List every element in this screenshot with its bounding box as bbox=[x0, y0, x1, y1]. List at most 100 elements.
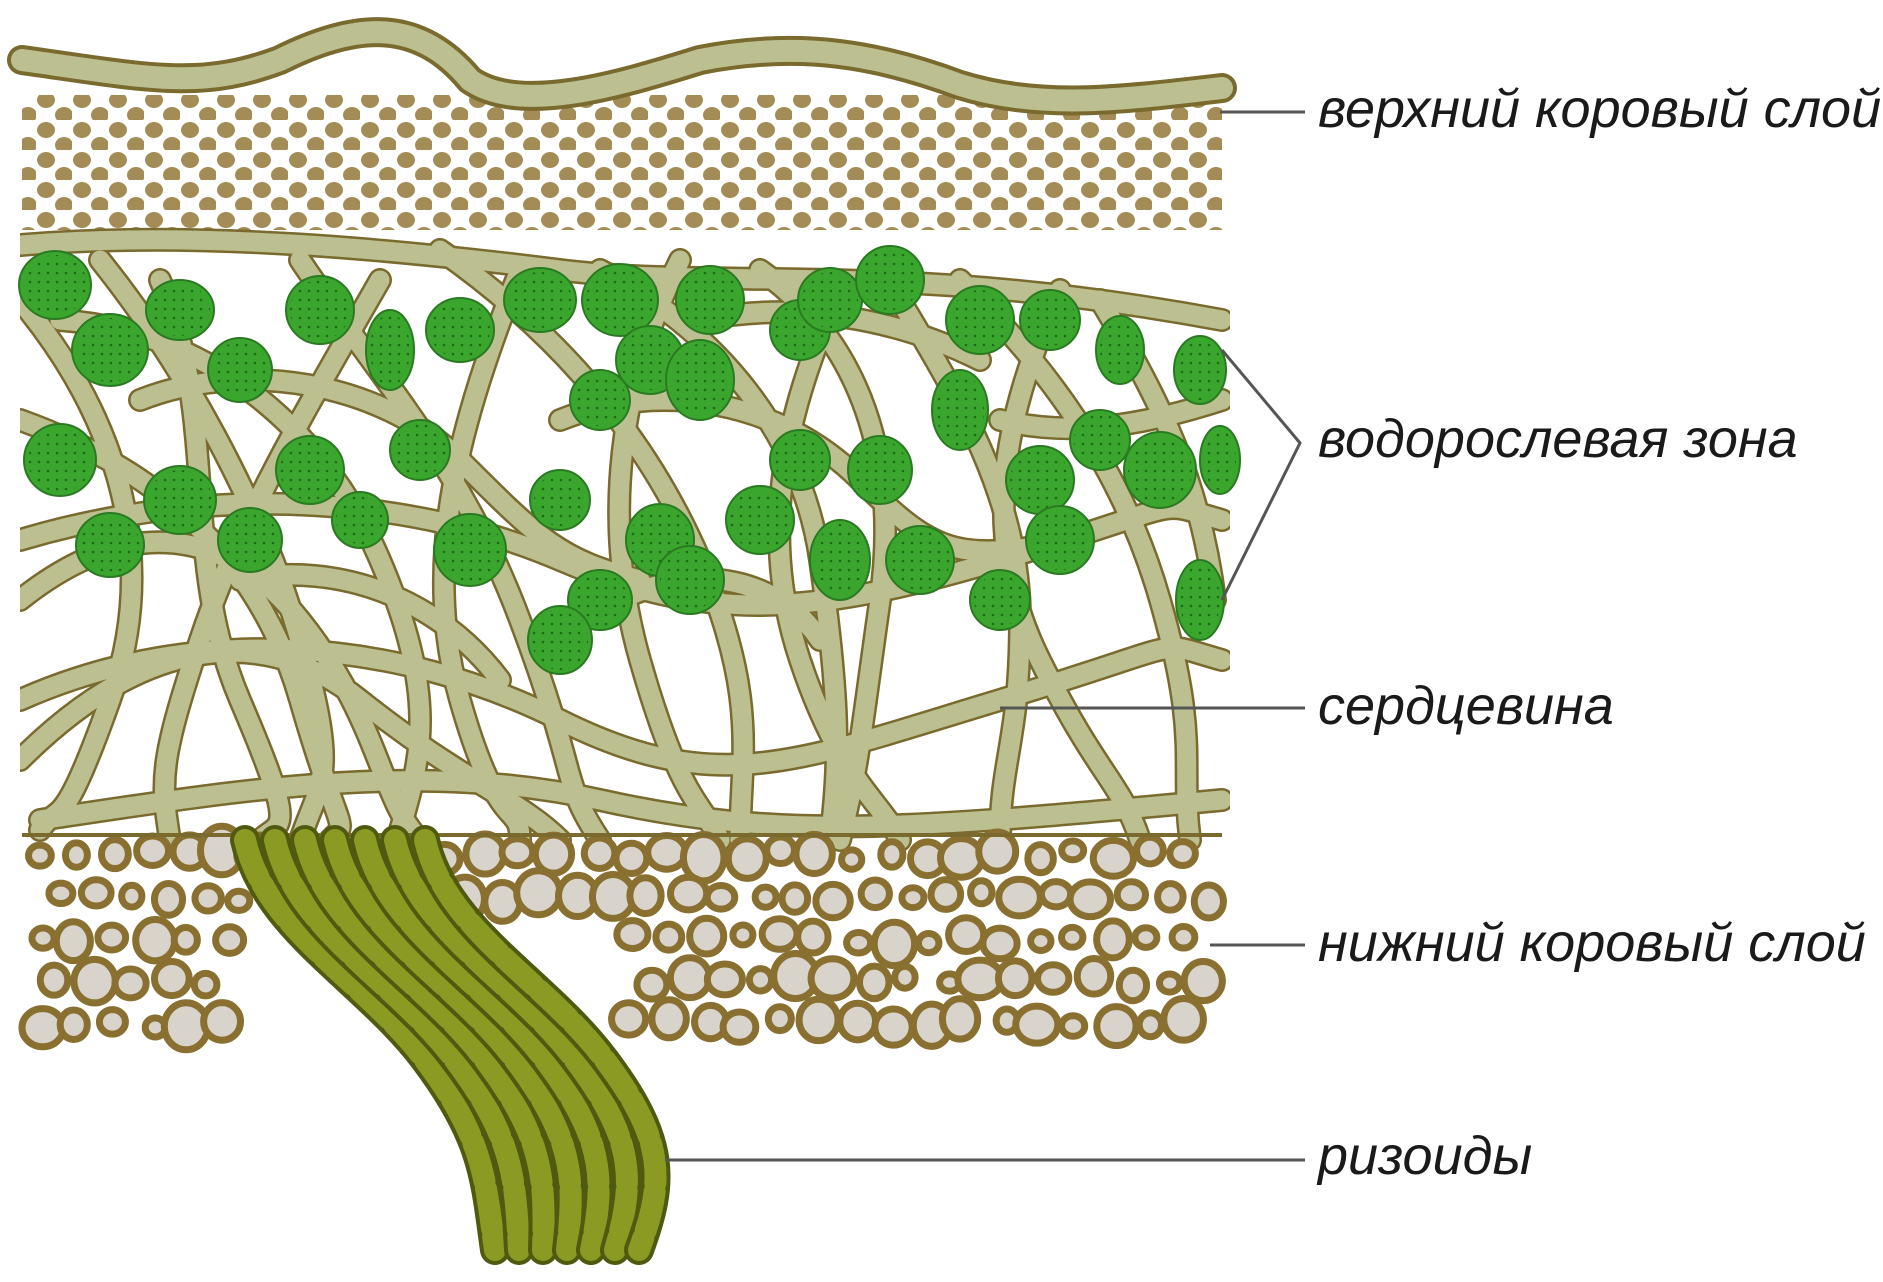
alga-cell-dots bbox=[586, 268, 654, 332]
alga-cell-dots bbox=[852, 440, 908, 500]
lower-cortex-cell bbox=[1077, 958, 1111, 994]
lower-cortex-cell bbox=[65, 843, 87, 867]
lower-cortex-cell bbox=[637, 970, 667, 999]
alga-cell-dots bbox=[1024, 294, 1076, 346]
lower-cortex-cell bbox=[999, 879, 1041, 916]
alga-cell-dots bbox=[1204, 430, 1236, 490]
lower-cortex-cell bbox=[616, 843, 647, 873]
lower-cortex-cell bbox=[971, 881, 992, 904]
alga-cell-dots bbox=[23, 255, 87, 315]
alga-cell-dots bbox=[680, 270, 740, 330]
lower-cortex-cell bbox=[137, 836, 169, 865]
alga-cell-dots bbox=[222, 512, 278, 568]
lower-cortex-cell bbox=[40, 965, 67, 995]
lower-cortex-cell bbox=[29, 845, 52, 866]
alga-cell-dots bbox=[532, 610, 588, 670]
lower-cortex-cell bbox=[755, 887, 776, 907]
alga-cell-dots bbox=[950, 290, 1010, 350]
lower-cortex-cell bbox=[979, 832, 1016, 871]
alga-cell-dots bbox=[290, 280, 350, 340]
lower-cortex-cell bbox=[767, 837, 795, 864]
lower-cortex-cell bbox=[902, 888, 924, 908]
lower-cortex-cell bbox=[942, 999, 977, 1039]
lower-cortex-cell bbox=[584, 838, 615, 868]
label-rhizoids: ризоиды bbox=[1318, 1125, 1532, 1187]
lower-cortex-cell bbox=[32, 928, 54, 948]
alga-cell-dots bbox=[508, 272, 572, 328]
lower-cortex-cell bbox=[656, 924, 682, 950]
lower-cortex-cell bbox=[1159, 974, 1179, 992]
lower-cortex-cell bbox=[517, 871, 560, 915]
lower-cortex-cell bbox=[154, 884, 182, 916]
lower-cortex-cell bbox=[1062, 841, 1084, 860]
lower-cortex-cell bbox=[81, 880, 111, 906]
lower-cortex-cell bbox=[881, 842, 903, 867]
alga-cell-dots bbox=[1128, 436, 1192, 504]
label-medulla: сердцевина bbox=[1318, 675, 1614, 737]
alga-cell-dots bbox=[1010, 450, 1070, 510]
alga-cell-dots bbox=[1074, 414, 1126, 466]
lower-cortex-cell bbox=[502, 839, 533, 866]
lower-cortex-cell bbox=[204, 1003, 241, 1041]
alga-cell-dots bbox=[370, 314, 410, 386]
lower-cortex-cell bbox=[1135, 928, 1157, 948]
alga-cell-dots bbox=[212, 342, 268, 398]
lower-cortex-cell bbox=[1117, 882, 1145, 908]
lower-cortex-cell bbox=[1194, 885, 1223, 918]
lower-cortex-cell bbox=[1070, 882, 1110, 917]
lower-cortex-cell bbox=[98, 925, 126, 950]
lower-cortex-cell bbox=[1062, 927, 1083, 947]
lower-cortex-cell bbox=[466, 834, 504, 874]
lower-cortex-cell bbox=[670, 877, 706, 910]
lower-cortex-cell bbox=[1119, 970, 1146, 1000]
alga-cell-dots bbox=[774, 434, 826, 486]
lower-cortex-cell bbox=[612, 1003, 646, 1035]
lower-cortex-cell bbox=[1097, 921, 1130, 958]
alga-cell-dots bbox=[1030, 510, 1090, 570]
lower-cortex bbox=[22, 826, 1223, 1050]
alga-cell-dots bbox=[150, 284, 210, 336]
alga-cell-dots bbox=[1100, 320, 1140, 380]
lower-cortex-cell bbox=[749, 969, 771, 991]
lower-cortex-cell bbox=[1093, 840, 1133, 876]
lower-cortex-cell bbox=[798, 921, 828, 953]
alga-cell-dots bbox=[660, 550, 720, 610]
label-lower-cortex: нижний коровый слой bbox=[1318, 912, 1866, 974]
alga-cell-dots bbox=[280, 440, 340, 500]
lower-cortex-cell bbox=[648, 836, 686, 870]
lower-cortex-cell bbox=[690, 918, 724, 954]
lower-cortex-cell bbox=[875, 1009, 912, 1045]
lower-cortex-cell bbox=[1038, 965, 1069, 993]
alga-cell-dots bbox=[336, 496, 384, 544]
lower-cortex-cell bbox=[796, 834, 832, 873]
lower-cortex-cell bbox=[931, 880, 961, 910]
lower-cortex-cell bbox=[174, 928, 197, 953]
alga-cell-dots bbox=[1178, 340, 1222, 400]
lower-cortex-cell bbox=[723, 1012, 756, 1042]
lower-cortex-cell bbox=[782, 885, 808, 912]
alga-cell-dots bbox=[890, 530, 950, 590]
alga-cell-dots bbox=[936, 374, 984, 446]
alga-cell-dots bbox=[438, 518, 502, 582]
lower-cortex-cell bbox=[874, 922, 914, 965]
alga-cell-dots bbox=[28, 428, 92, 492]
lower-cortex-cell bbox=[918, 933, 938, 952]
lower-cortex-cell bbox=[940, 839, 982, 878]
alga-cell-dots bbox=[394, 424, 446, 476]
lower-cortex-cell bbox=[1062, 1016, 1085, 1037]
lower-cortex-cell bbox=[101, 840, 128, 869]
alga-cell-dots bbox=[974, 574, 1026, 626]
alga-cell-dots bbox=[814, 524, 866, 596]
lower-cortex-cell bbox=[49, 883, 73, 903]
label-upper-cortex: верхний коровый слой bbox=[1318, 78, 1881, 140]
lower-cortex-cell bbox=[228, 891, 250, 910]
label-algal-zone: водорослевая зона bbox=[1318, 408, 1798, 470]
lower-cortex-cell bbox=[60, 1010, 87, 1040]
lower-cortex-cell bbox=[840, 1003, 876, 1040]
alga-cell-dots bbox=[76, 318, 144, 382]
alga-cell-dots bbox=[1180, 564, 1220, 636]
lower-cortex-cell bbox=[1184, 961, 1222, 1000]
alga-cell-dots bbox=[730, 490, 790, 550]
lower-cortex-cell bbox=[1137, 837, 1164, 864]
